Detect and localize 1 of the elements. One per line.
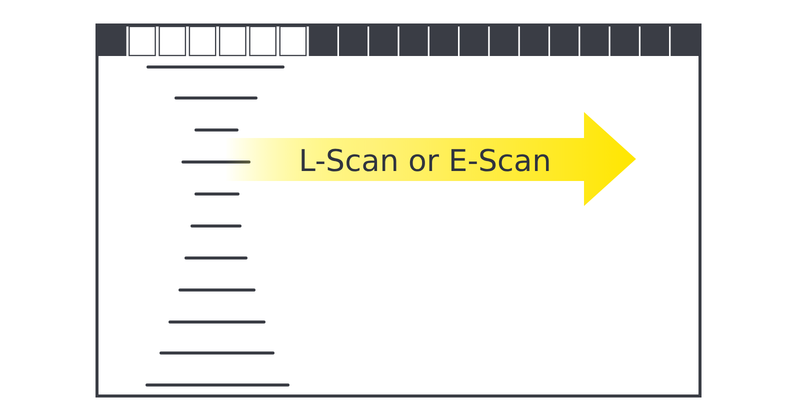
scan-label: L-Scan or E-Scan <box>298 143 552 181</box>
